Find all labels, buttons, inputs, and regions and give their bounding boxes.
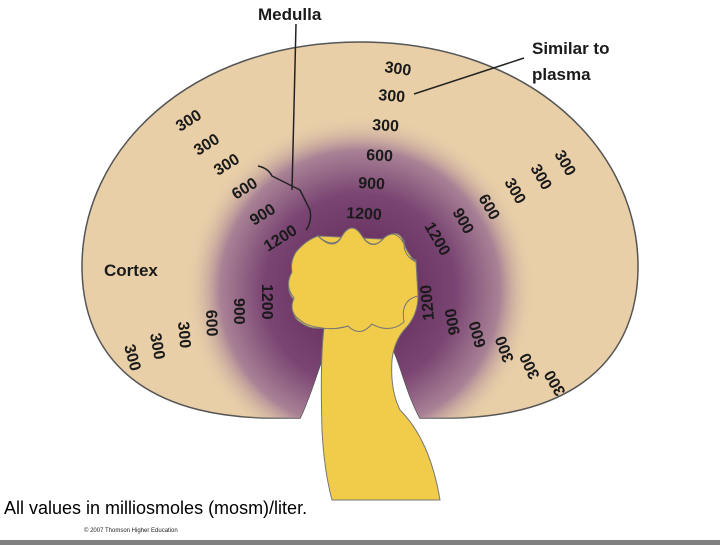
medulla-label: Medulla [258,5,322,24]
value-label: 300 [372,117,400,135]
medulla-leader-line [291,23,297,191]
value-label: 600 [202,310,220,337]
renal-pelvis-cup [288,227,419,332]
value-label: 1200 [258,284,275,320]
values-lower-right: 300 300 300 600 900 1200 [418,284,570,398]
similar-label-line1: Similar to [532,39,609,58]
value-label: 900 [230,298,247,325]
value-label: 600 [467,319,490,349]
values-lower-left: 300 300 300 600 900 1200 [120,284,275,373]
value-label: 900 [443,307,464,336]
values-top-center: 300 300 300 600 900 1200 [346,59,413,224]
units-footnote: All values in milliosmoles (mosm)/liter. [4,498,307,518]
value-label: 300 [378,87,406,106]
cortex-label: Cortex [104,261,158,280]
value-label: 900 [358,175,386,193]
similar-label-line2: plasma [532,65,591,84]
medulla-bracket [257,165,312,231]
value-label: 1200 [418,284,438,321]
similar-leader-line [413,57,525,95]
value-label: 1200 [346,205,383,224]
value-label: 300 [120,343,143,373]
copyright-text: © 2007 Thomson Higher Education [84,527,178,534]
value-label: 300 [174,321,193,349]
value-label: 300 [383,59,412,80]
value-label: 600 [366,147,394,165]
value-label: 300 [146,332,167,361]
